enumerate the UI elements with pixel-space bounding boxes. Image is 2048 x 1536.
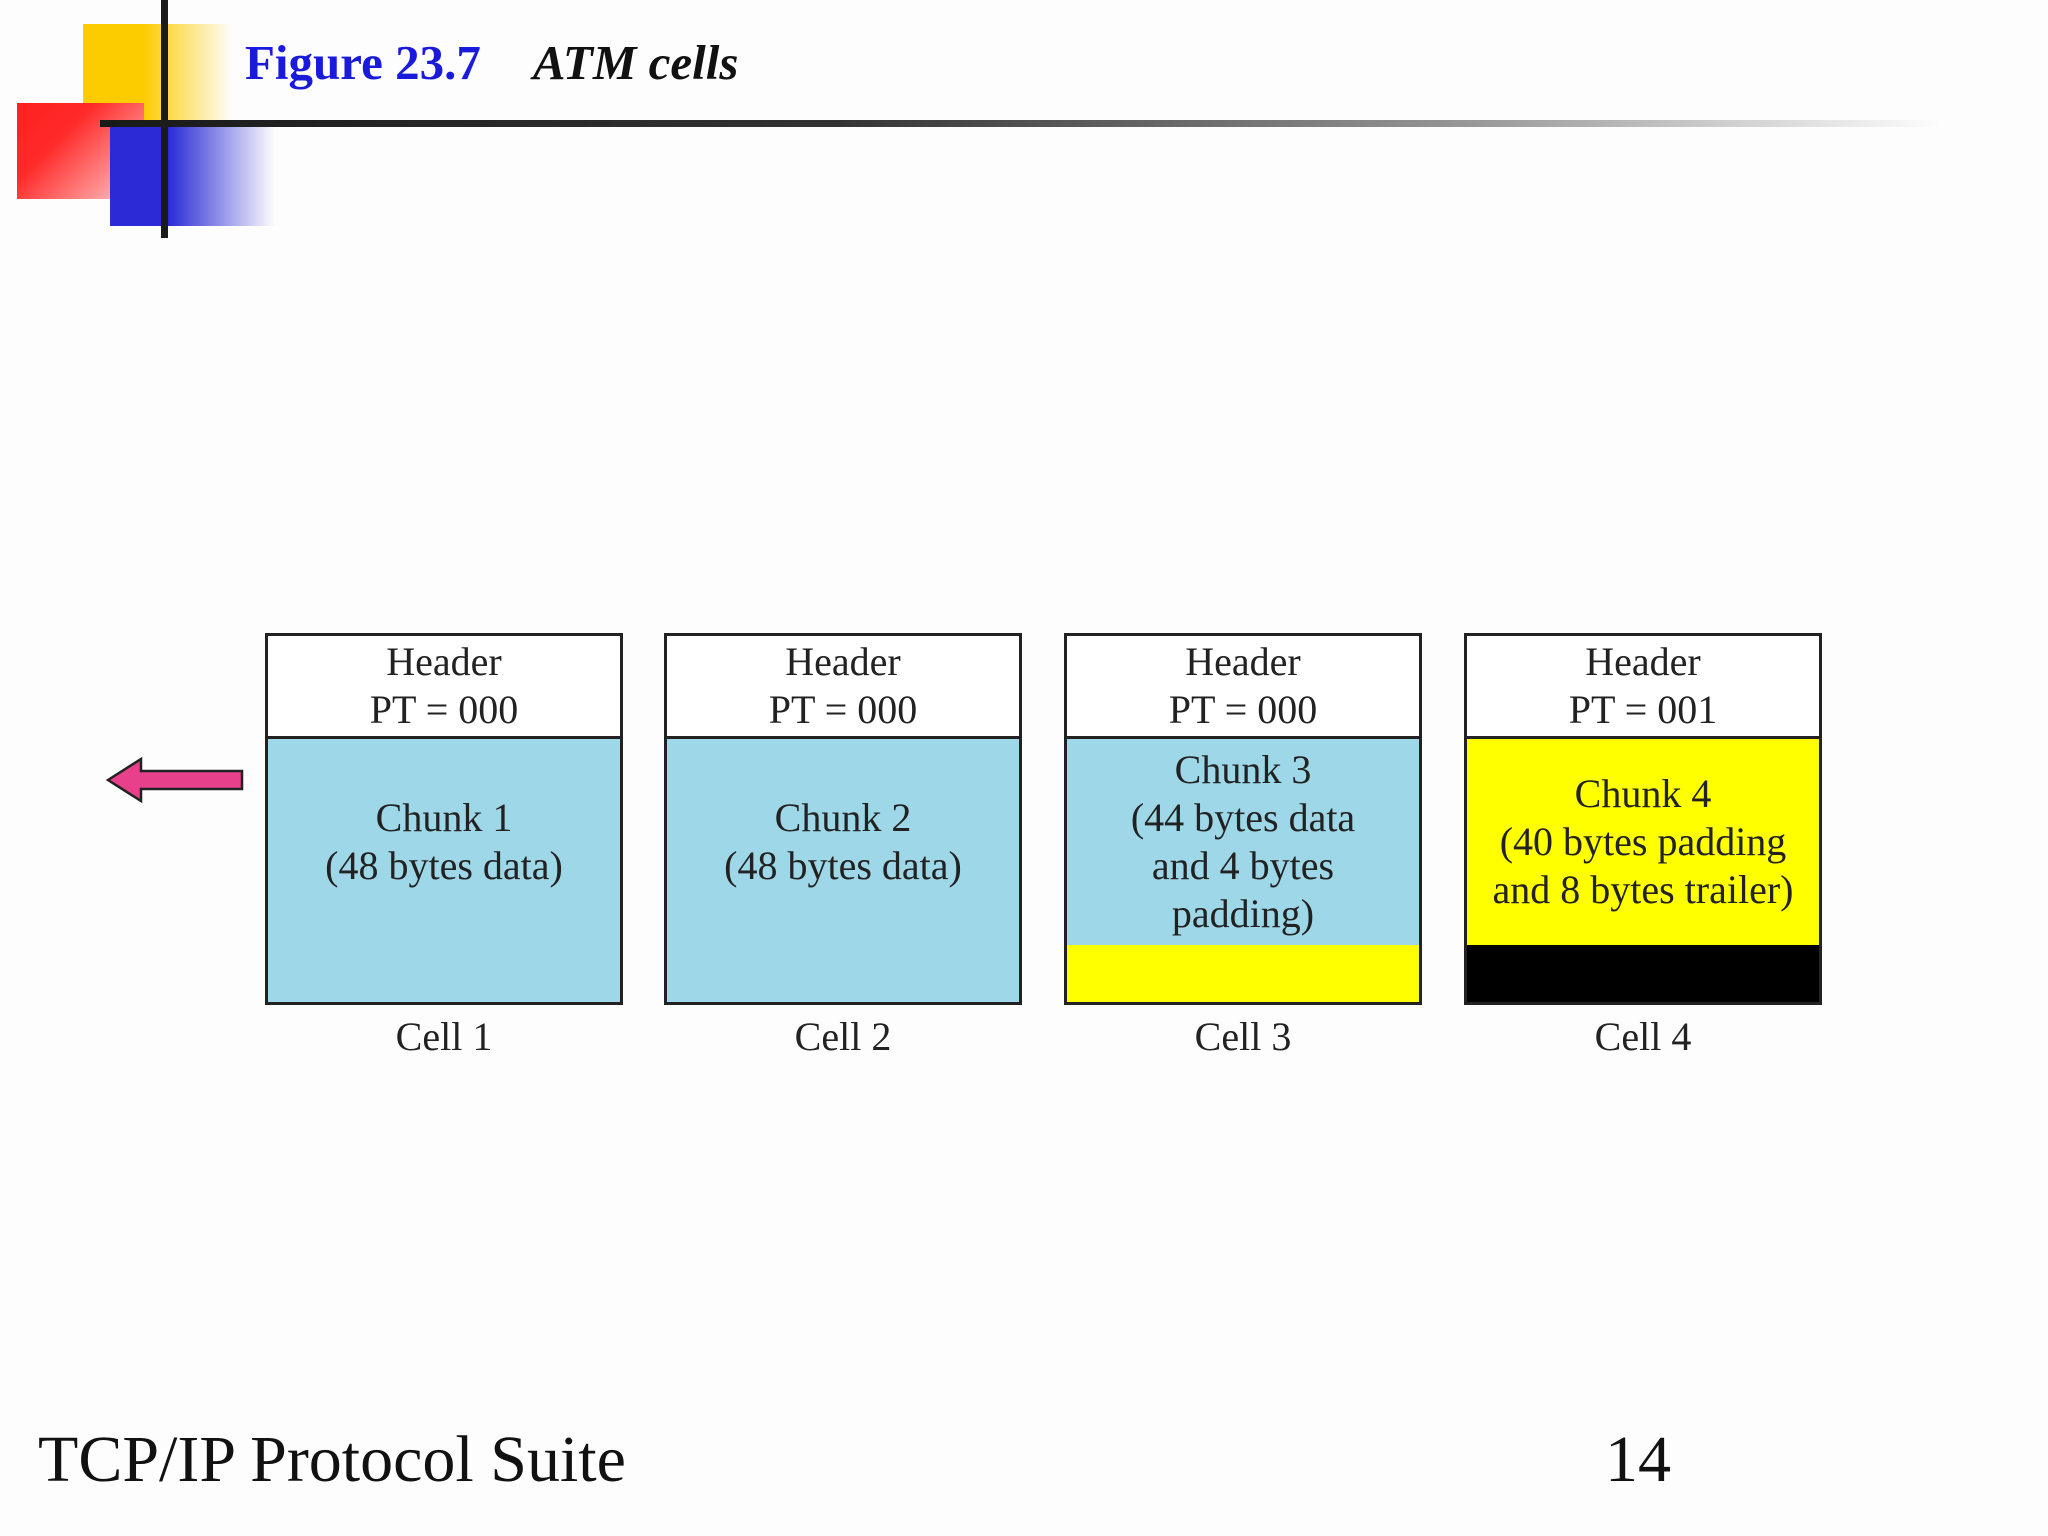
pt-value: PT = 000: [369, 687, 519, 732]
decorative-blue-square: [110, 124, 275, 226]
payload-line: Chunk 2: [774, 795, 912, 840]
header-label: Header: [785, 639, 901, 684]
page-number: 14: [1605, 1423, 1671, 1496]
payload-line: (48 bytes data): [325, 843, 563, 888]
pt-value: PT = 001: [1568, 687, 1718, 732]
arrow-shape: [105, 756, 244, 804]
slide-title: Figure 23.7 ATM cells: [245, 34, 738, 91]
cell-payload: Chunk 4 (40 bytes padding and 8 bytes tr…: [1467, 739, 1819, 1002]
cell-header: Header PT = 000: [667, 636, 1019, 739]
pt-value: PT = 000: [768, 687, 918, 732]
header-label: Header: [1585, 639, 1701, 684]
trailer-block: [1467, 945, 1819, 1002]
footer-text: TCP/IP Protocol Suite: [38, 1423, 626, 1496]
payload-tail: [268, 945, 620, 1002]
transmission-direction-arrow-icon: [105, 756, 244, 804]
cell-payload: Chunk 3 (44 bytes data and 4 bytes paddi…: [1067, 739, 1419, 1002]
chunk-data: Chunk 1 (48 bytes data): [268, 739, 620, 945]
payload-line: Chunk 3: [1174, 747, 1312, 792]
chunk-data: Chunk 3 (44 bytes data and 4 bytes paddi…: [1067, 739, 1419, 945]
header-label: Header: [1185, 639, 1301, 684]
cell-payload: Chunk 2 (48 bytes data): [667, 739, 1019, 1002]
decorative-vertical-line: [161, 0, 168, 238]
atm-cell-1: Header PT = 000 Chunk 1 (48 bytes data): [265, 633, 623, 1005]
cell-label: Cell 1: [395, 1014, 493, 1059]
chunk-data: Chunk 4 (40 bytes padding and 8 bytes tr…: [1467, 739, 1819, 945]
payload-line: Chunk 4: [1574, 771, 1712, 816]
payload-line: (48 bytes data): [724, 843, 962, 888]
payload-line: (44 bytes data: [1130, 795, 1356, 840]
cell-payload: Chunk 1 (48 bytes data): [268, 739, 620, 1002]
atm-cell-3: Header PT = 000 Chunk 3 (44 bytes data a…: [1064, 633, 1422, 1005]
header-label: Header: [386, 639, 502, 684]
payload-tail: [667, 945, 1019, 1002]
cell-label: Cell 2: [794, 1014, 892, 1059]
title-underline: [100, 120, 1940, 127]
pt-value: PT = 000: [1168, 687, 1318, 732]
figure-title: ATM cells: [532, 35, 739, 90]
cell-header: Header PT = 001: [1467, 636, 1819, 739]
chunk-data: Chunk 2 (48 bytes data): [667, 739, 1019, 945]
cell-header: Header PT = 000: [268, 636, 620, 739]
padding-block: [1067, 945, 1419, 1002]
cell-label: Cell 3: [1194, 1014, 1292, 1059]
atm-cell-4: Header PT = 001 Chunk 4 (40 bytes paddin…: [1464, 633, 1822, 1005]
figure-number: Figure 23.7: [245, 35, 481, 90]
cell-header: Header PT = 000: [1067, 636, 1419, 739]
payload-line: (40 bytes padding: [1499, 819, 1787, 864]
payload-line: padding): [1171, 891, 1315, 936]
payload-line: and 4 bytes: [1151, 843, 1335, 888]
cell-label: Cell 4: [1594, 1014, 1692, 1059]
payload-line: and 8 bytes trailer): [1492, 867, 1794, 912]
atm-cell-2: Header PT = 000 Chunk 2 (48 bytes data): [664, 633, 1022, 1005]
payload-line: Chunk 1: [375, 795, 513, 840]
